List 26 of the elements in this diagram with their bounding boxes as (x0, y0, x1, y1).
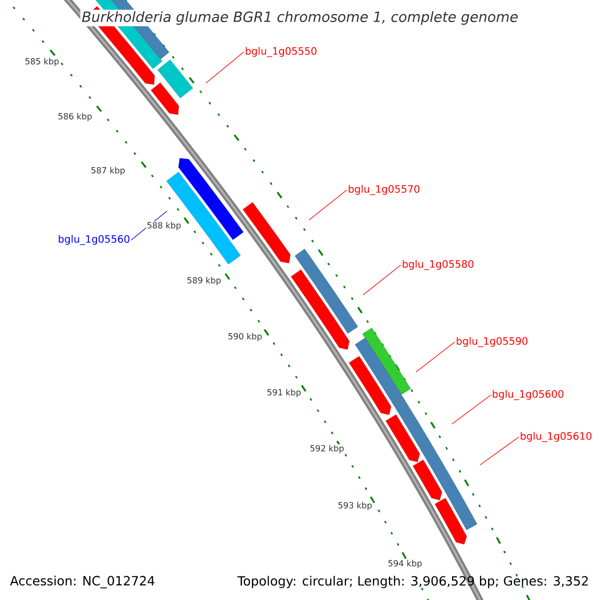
gene-label: bglu_1g05560 (58, 234, 130, 246)
gene-label: bglu_1g05550 (246, 46, 316, 58)
gene-label: bglu_1g05590 (456, 336, 528, 348)
gene-label: bglu_1g05570 (348, 184, 420, 196)
gene-label: bglu_1g05600 (492, 390, 564, 400)
accession-label: Accession: NC_012724 (10, 576, 154, 588)
gene-label: bglu_1g05610 (520, 432, 592, 442)
scale-label: 590 kbp (227, 332, 263, 342)
scale-label: 586 kbp (57, 112, 93, 122)
scale-label: 591 kbp (266, 388, 302, 398)
title: Burkholderia glumae BGR1 chromosome 1, complete genome (80, 10, 520, 26)
scale-label: 588 kbp (146, 221, 182, 231)
gene-label: bglu_1g05580 (402, 260, 474, 270)
leader-line (308, 190, 348, 220)
leader-line (362, 264, 402, 296)
leader-line (480, 436, 520, 466)
genome-info-label: Topology: circular; Length: 3,906,529 bp; Genes: 3,352 (237, 576, 588, 588)
scale-label: 592 kbp (309, 444, 345, 454)
scale-label: 594 kbp (387, 559, 423, 569)
scale-label: 589 kbp (186, 276, 222, 286)
scale-label: 593 kbp (337, 501, 373, 511)
leader-line (206, 52, 244, 84)
scale-label: 587 kbp (90, 166, 126, 176)
scale-label: 585 kbp (24, 57, 60, 67)
leader-line (452, 394, 492, 424)
leader-line (416, 342, 456, 372)
